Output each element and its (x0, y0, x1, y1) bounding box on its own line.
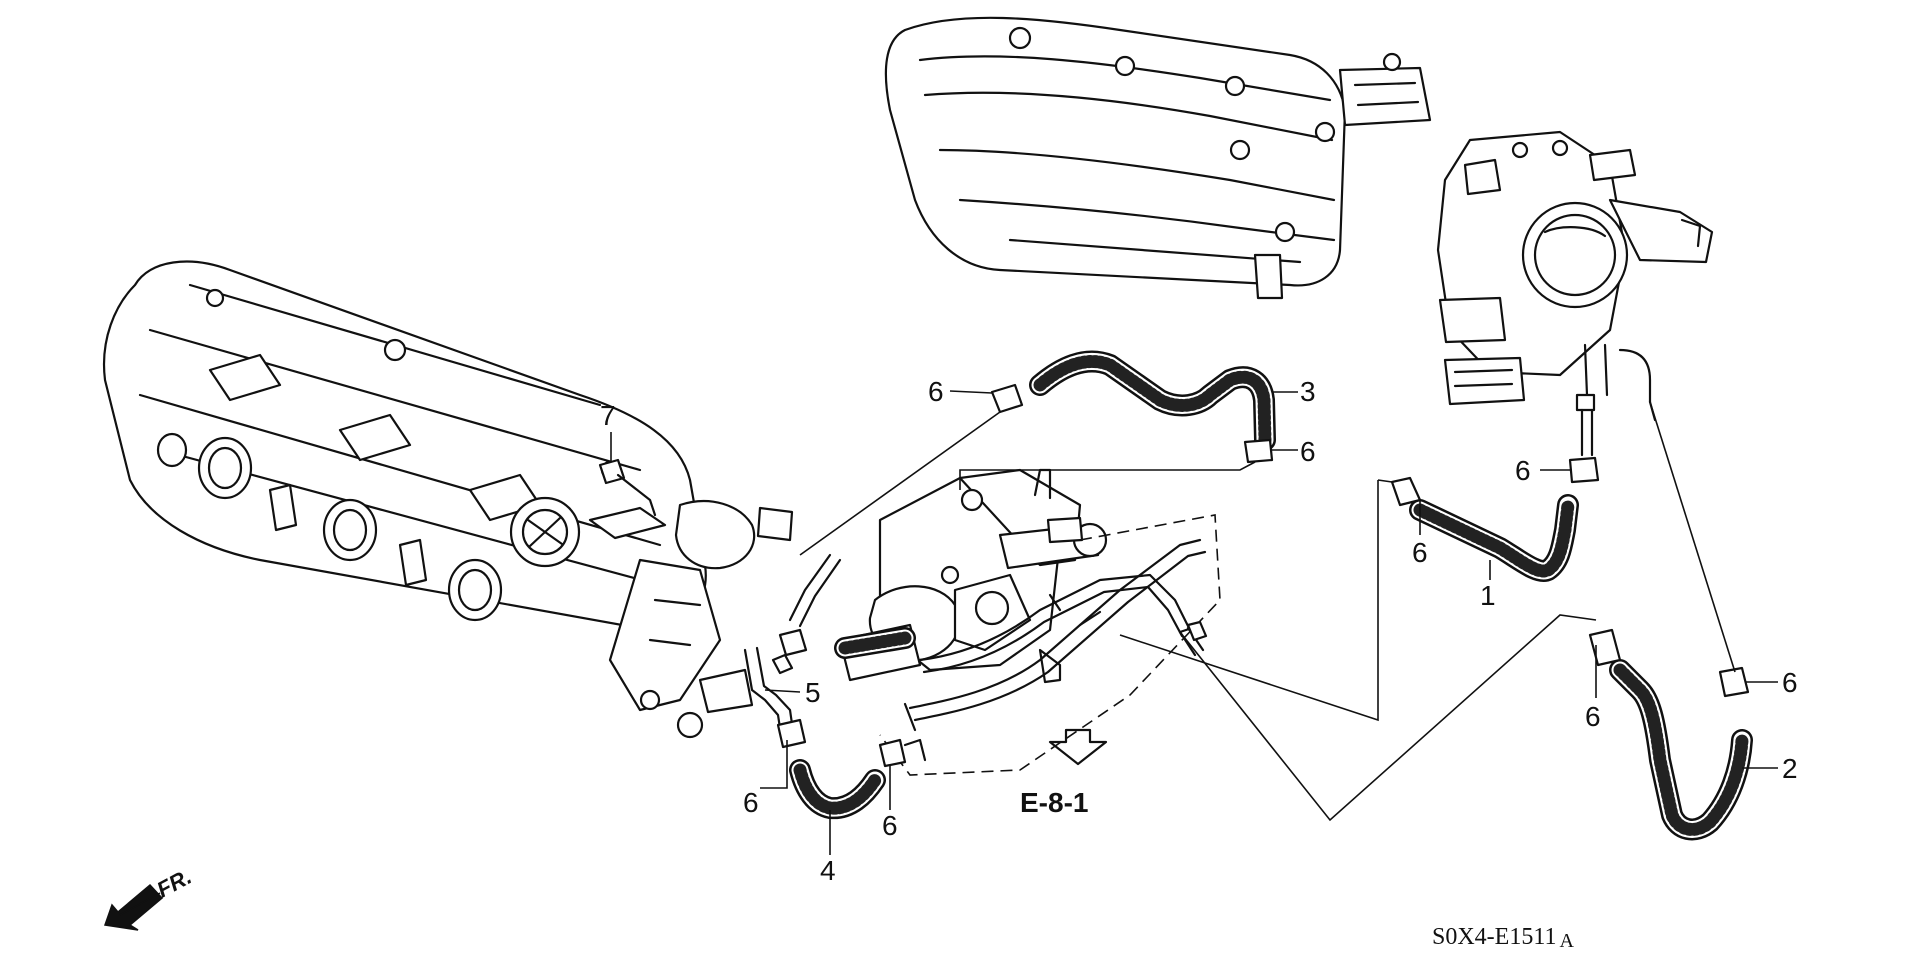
callout-6-throttle: 6 (1515, 455, 1531, 486)
clamp-hose3-left (990, 383, 1024, 414)
callout-numbers: 7 6 3 6 6 6 1 6 6 2 5 6 6 4 (600, 376, 1798, 886)
hose-clamps (776, 383, 1750, 768)
hose-4 (789, 759, 886, 820)
callout-2: 2 (1782, 753, 1798, 784)
callout-4: 4 (820, 855, 836, 886)
callout-6-hose2-left: 6 (1585, 701, 1601, 732)
clamp-hose3-right (1243, 438, 1274, 464)
water-pipe-assembly (879, 514, 1221, 776)
callout-6-hose1: 6 (1412, 537, 1428, 568)
callout-6-hose3-left: 6 (928, 376, 944, 407)
callout-6-hose2-right: 6 (1782, 667, 1798, 698)
front-direction-marker: FR. (103, 864, 196, 931)
cylinder-head-cover (103, 260, 794, 739)
clamp-hose1-top (1390, 476, 1422, 507)
leader-lines (610, 390, 1778, 855)
reference-arrow: E-8-1 (1020, 728, 1108, 818)
callout-3: 3 (1300, 376, 1316, 407)
hose-3 (1029, 350, 1276, 451)
clamp-throttle (1568, 456, 1600, 484)
throttle-body (1436, 130, 1714, 412)
hose-2 (1609, 659, 1753, 841)
callout-6-hose4-right: 6 (882, 810, 898, 841)
engine-lower-assembly (834, 468, 1108, 682)
callout-1: 1 (1480, 580, 1496, 611)
intake-manifold (884, 16, 1432, 300)
callout-6-hose3-right: 6 (1300, 436, 1316, 467)
clamp-hose4-left (776, 718, 807, 749)
callout-7: 7 (600, 400, 616, 431)
clamp-hose2-top (1588, 628, 1622, 667)
callout-5: 5 (805, 677, 821, 708)
diagram-code-suffix: A (1559, 930, 1574, 952)
clamp-hose2-right (1718, 666, 1750, 698)
diagram-code-text: S0X4-E1511 (1432, 924, 1556, 950)
hose-5 (743, 646, 794, 730)
bolt-part-7 (598, 458, 657, 517)
hose-1 (1409, 494, 1579, 582)
clamp-center (778, 628, 808, 657)
callout-6-hose4-left: 6 (743, 787, 759, 818)
reference-label: E-8-1 (1020, 787, 1088, 818)
clamp-hose4-right (878, 738, 907, 768)
